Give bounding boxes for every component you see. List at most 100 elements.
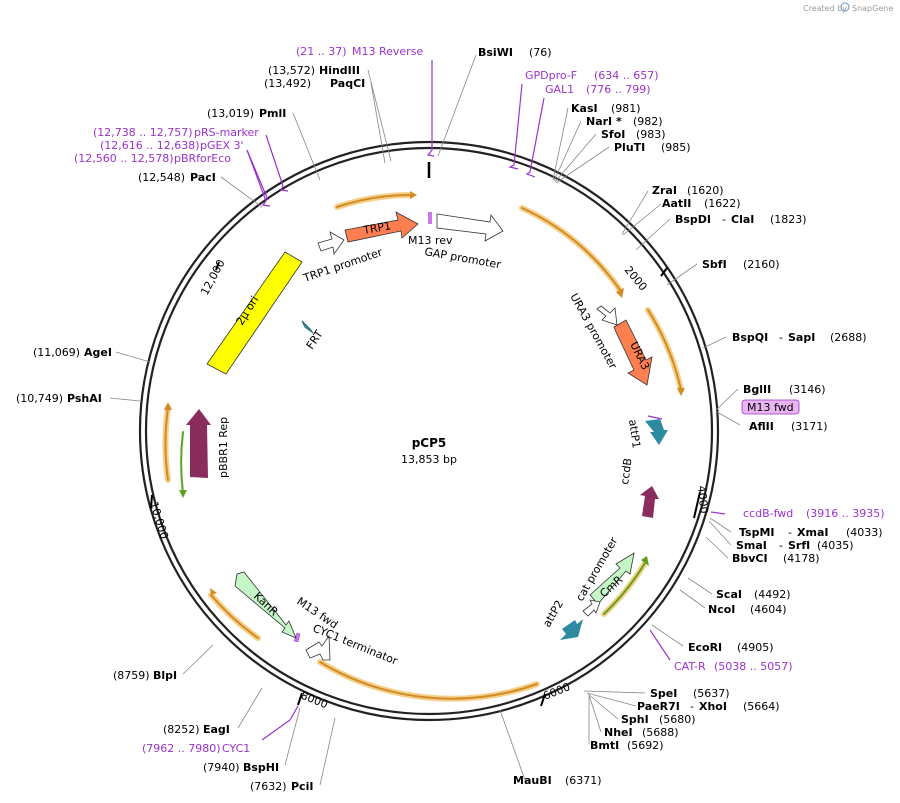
site-name-bsiwi[interactable]: BsiWI <box>478 46 513 59</box>
primer-name-ccdb-fwd[interactable]: ccdB-fwd <box>743 507 793 520</box>
primer-name-pbrforeco[interactable]: pBRforEco <box>174 152 231 165</box>
primer-name-cat-r[interactable]: CAT-R <box>674 660 706 673</box>
site-name-tspmi[interactable]: TspMI <box>739 526 775 539</box>
site-name-paqci[interactable]: PaqCI <box>330 77 365 90</box>
pbbr1-rep-feature <box>186 409 211 478</box>
ccdb-label: ccdB <box>618 457 635 485</box>
site-pos-scai: (4492) <box>754 588 791 601</box>
site-name-spei[interactable]: SpeI <box>650 687 677 700</box>
site-name-sphi[interactable]: SphI <box>621 713 649 726</box>
site-name-zrai[interactable]: ZraI <box>652 184 677 197</box>
leader-pshai <box>109 397 141 402</box>
site-name-bglii[interactable]: BglII <box>743 383 771 396</box>
ura3-promoter-label: URA3 promoter <box>567 291 619 371</box>
site-name-xmai[interactable]: XmaI <box>797 526 828 539</box>
site-pos-pmli: (13,019) <box>207 107 254 120</box>
site-name-sfoi[interactable]: SfoI <box>601 128 625 141</box>
m13-fwd-primer-box[interactable] <box>741 399 800 415</box>
backbone-outer-ring <box>138 140 720 722</box>
site-name-scai[interactable]: ScaI <box>716 588 742 601</box>
m13-rev-feature <box>428 212 432 224</box>
tick-label-10000: 10,000 <box>147 500 171 541</box>
site-name-pmli[interactable]: PmlI <box>259 107 286 120</box>
leader-tspmi <box>709 517 732 533</box>
site-name-smai[interactable]: SmaI <box>736 539 767 552</box>
site-name-ecori[interactable]: EcoRI <box>688 641 722 654</box>
site-name-sbfi[interactable]: SbfI <box>702 258 727 271</box>
site-name-clai[interactable]: ClaI <box>731 213 754 226</box>
site-name-ncoi[interactable]: NcoI <box>708 603 735 616</box>
leader-bspqi <box>702 336 727 349</box>
orf-head-rep-green <box>179 490 187 498</box>
site-sep-tspmi: - <box>788 526 792 539</box>
site-pos-bspqi: (2688) <box>830 331 867 344</box>
site-name-kasi[interactable]: KasI <box>571 102 598 115</box>
site-name-pluti[interactable]: PluTI <box>614 141 645 154</box>
site-pos-agei: (11,069) <box>33 346 80 359</box>
primer-name-gal1[interactable]: GAL1 <box>545 83 574 96</box>
site-name-nhei[interactable]: NheI <box>604 726 633 739</box>
leader-blpi <box>182 644 214 675</box>
site-name-bmti[interactable]: BmtI <box>590 739 619 752</box>
site-name-pcii[interactable]: PciI <box>291 780 313 793</box>
site-pos-maubi: (6371) <box>565 774 602 787</box>
attp1-label: attP1 <box>626 419 643 450</box>
pbbr1-rep-label: pBBR1 Rep <box>217 417 230 478</box>
leader-pcii <box>319 717 336 786</box>
site-name-srfi[interactable]: SrfI <box>788 539 810 552</box>
attp1-feature <box>645 419 668 445</box>
orf-head-ura3 <box>677 388 685 396</box>
site-pos-ncoi: (4604) <box>750 603 787 616</box>
site-pos-bsiwi: (76) <box>529 46 552 59</box>
orf-arrowheads <box>164 191 685 595</box>
primer-name-m13-reverse[interactable]: M13 Reverse <box>352 45 423 58</box>
site-name-agei[interactable]: AgeI <box>84 346 112 359</box>
orf-head-gap <box>616 288 624 298</box>
site-name-eagi[interactable]: EagI <box>203 723 230 736</box>
primer-name-pgex[interactable]: pGEX 3' <box>200 139 244 152</box>
site-name-hindiii[interactable]: HindIII <box>319 64 360 77</box>
site-name-pshai[interactable]: PshAI <box>67 392 102 405</box>
restriction-site-labels: BsiWI (76) KasI (981) NarI * (982) SfoI … <box>478 46 883 787</box>
site-name-bspqi[interactable]: BspQI <box>732 331 768 344</box>
site-pos-bbvci: (4178) <box>783 552 820 565</box>
site-pos-nari: (982) <box>633 115 663 128</box>
site-name-aflii[interactable]: AflII <box>749 420 774 433</box>
primer-name-m13-fwd[interactable]: M13 fwd <box>747 401 794 414</box>
primer-name-cyc1[interactable]: CYC1 <box>222 742 250 755</box>
site-name-sapi[interactable]: SapI <box>788 331 815 344</box>
tick-4000 <box>693 491 701 519</box>
site-name-maubi[interactable]: MauBI <box>513 774 552 787</box>
site-name-blpi[interactable]: BlpI <box>153 669 177 682</box>
site-pos-kasi: (981) <box>611 102 641 115</box>
site-name-paer7i[interactable]: PaeR7I <box>637 700 680 713</box>
leader-agei <box>115 351 151 363</box>
primer-name-prs-marker[interactable]: pRS-marker <box>194 126 259 139</box>
leader-hindiii <box>367 69 392 162</box>
site-pos-eagi: (8252) <box>163 723 200 736</box>
site-pos-pluti: (985) <box>661 141 691 154</box>
site-name-bsphi[interactable]: BspHI <box>243 761 279 774</box>
site-name-bspdi[interactable]: BspDI <box>675 213 711 226</box>
site-sep-bspdi: - <box>722 213 726 226</box>
snapgene-credit: Created by SnapGene <box>803 2 893 13</box>
site-name-paci[interactable]: PacI <box>190 171 216 184</box>
site-name-aatii[interactable]: AatII <box>662 197 691 210</box>
leader-nhei <box>588 694 602 733</box>
attp2-feature <box>560 619 583 640</box>
two-micron-ori-feature <box>206 251 303 375</box>
site-name-nari[interactable]: NarI * <box>586 115 622 128</box>
site-pos-pshai: (10,749) <box>16 392 63 405</box>
tick-label-12000: 12,000 <box>198 257 228 297</box>
primer-range-ccdb-fwd: (3916 .. 3935) <box>806 507 885 520</box>
primer-name-gpdpro-f[interactable]: GPDpro-F <box>525 69 577 82</box>
leader-bsiwi <box>437 54 477 157</box>
tick-12000 <box>215 261 220 271</box>
leader-kasi <box>552 107 569 181</box>
site-name-xhoi[interactable]: XhoI <box>699 700 727 713</box>
site-pos-bsphi: (7940) <box>203 761 240 774</box>
orf-arc-kanr2 <box>210 594 259 639</box>
primer-leader-pbrforeco <box>246 149 271 207</box>
leader-nari <box>553 120 582 182</box>
site-name-bbvci[interactable]: BbvCI <box>732 552 768 565</box>
